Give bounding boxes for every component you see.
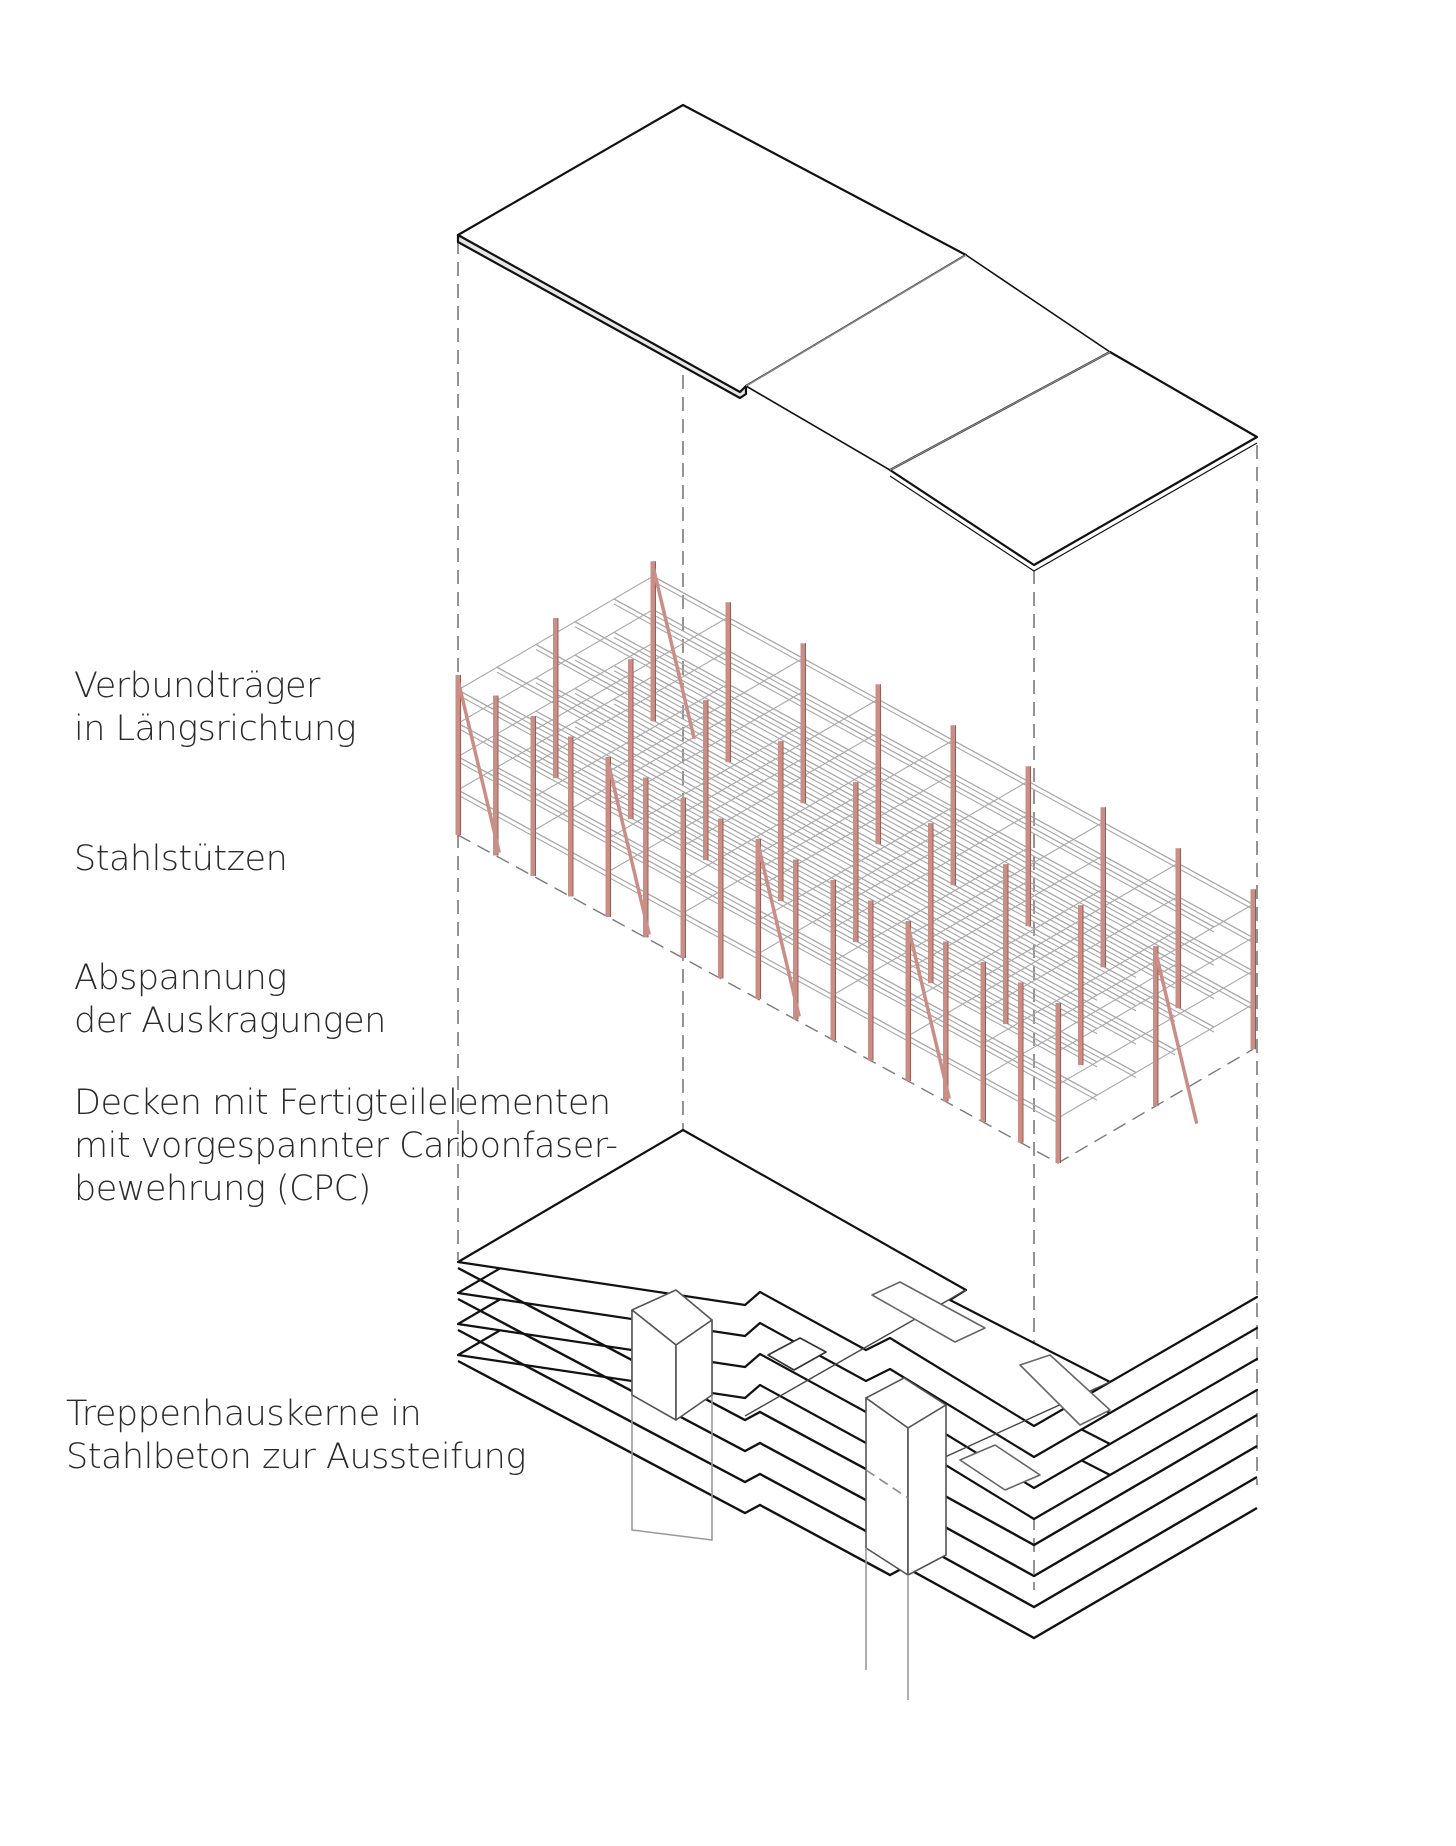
- diagonal-brace: [1153, 950, 1199, 1125]
- slab-opening-1: [767, 1337, 827, 1371]
- diagonal-brace: [651, 565, 696, 740]
- label-line: Stahlbeton zur Aussteifung: [66, 1437, 526, 1477]
- floor-slab-edge: [457, 1359, 1258, 1640]
- label-line: der Auskragungen: [74, 1001, 386, 1041]
- diagonal-brace: [456, 679, 501, 853]
- longitudinal-beam: [574, 626, 1176, 956]
- longitudinal-beam: [574, 659, 1176, 989]
- label-line: Stahlstützen: [74, 839, 288, 879]
- label-verbundtraeger: Verbundträger in Längsrichtung: [74, 665, 357, 751]
- label-decken: Decken mit Fertigteilelementen mit vorge…: [74, 1082, 618, 1211]
- label-line: bewehrung (CPC): [74, 1169, 371, 1209]
- label-abspannung: Abspannung der Auskragungen: [74, 957, 386, 1043]
- roof-slab: [456, 103, 1259, 572]
- slab-opening-2: [871, 1281, 986, 1343]
- longitudinal-beam: [574, 726, 1176, 1056]
- floor-slab: [456, 1128, 1259, 1428]
- longitudinal-beam: [613, 703, 1215, 1033]
- longitudinal-beam: [574, 692, 1176, 1022]
- floor-slabs: [456, 1128, 1259, 1640]
- label-treppenhaus: Treppenhauskerne in Stahlbeton zur Ausst…: [66, 1393, 526, 1479]
- stair-core-left: [631, 1289, 713, 1541]
- stair-cores: [631, 1281, 1111, 1700]
- label-line: mit vorgespannter Carbonfaser-: [74, 1126, 618, 1166]
- diagonal-brace: [756, 843, 801, 1017]
- label-line: Decken mit Fertigteilelementen: [74, 1083, 611, 1123]
- slab-opening-3: [1019, 1354, 1111, 1426]
- steel-frame: [455, 561, 1256, 1164]
- stair-core-right: [865, 1377, 947, 1700]
- diagonal-brace: [906, 925, 951, 1099]
- label-line: in Längsrichtung: [74, 709, 357, 749]
- label-stahlstuetzen: Stahlstützen: [74, 838, 288, 881]
- label-line: Treppenhauskerne in: [66, 1394, 422, 1434]
- diagonal-brace: [606, 761, 651, 935]
- label-line: Abspannung: [74, 958, 287, 998]
- label-line: Verbundträger: [74, 666, 320, 706]
- slab-opening-4: [959, 1444, 1041, 1491]
